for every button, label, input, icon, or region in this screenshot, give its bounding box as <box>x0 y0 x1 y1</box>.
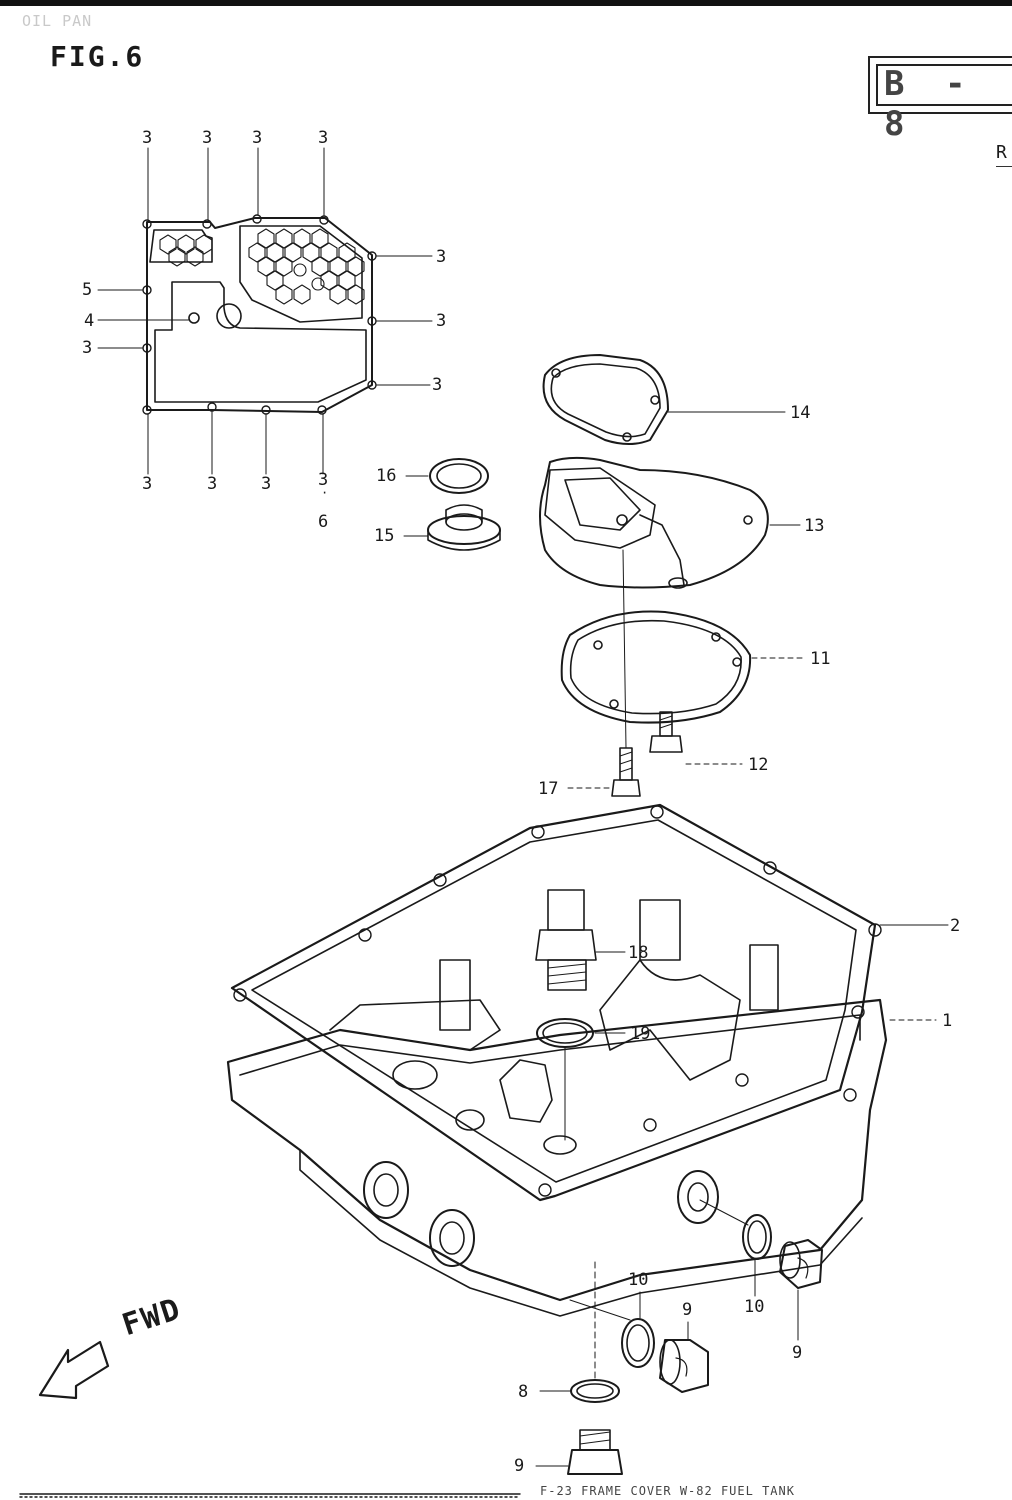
footer-cross-reference: F-23 FRAME COVER W-82 FUEL TANK <box>540 1484 795 1498</box>
drain-plug-part-9-bottom <box>535 1429 623 1475</box>
callout-3-gasket-bottom-1: 3 <box>142 474 153 494</box>
callout-4: 4 <box>84 311 95 331</box>
oil-pan-gasket-detail <box>97 147 433 475</box>
callout-13: 13 <box>804 516 825 536</box>
callout-14: 14 <box>790 403 811 423</box>
oil-pan-gasket-part-2 <box>230 803 949 1202</box>
callout-11: 11 <box>810 649 831 669</box>
oil-pressure-switch-part-18 <box>535 889 626 991</box>
callout-10-lower: 10 <box>628 1270 649 1290</box>
top-border-rule <box>0 0 1012 6</box>
callout-3-gasket-top-2: 3 <box>202 128 213 148</box>
callout-2: 2 <box>950 916 961 936</box>
callout-6: 6 <box>318 512 329 532</box>
gasket-part-10-right <box>699 1199 772 1297</box>
page-reference-box: B - 8 <box>868 56 1012 144</box>
gasket-part-8 <box>539 1261 620 1403</box>
callout-9-center: 9 <box>682 1300 693 1320</box>
drain-plug-part-9-center <box>659 1321 709 1393</box>
callout-10-right: 10 <box>744 1297 765 1317</box>
oil-pan-body-part-1 <box>226 899 937 1317</box>
callout-9-bottom: 9 <box>514 1456 525 1476</box>
forward-direction-arrow-icon <box>38 1340 110 1400</box>
callout-3-gasket-bottom-2: 3 <box>207 474 218 494</box>
callout-separator-dot: · <box>321 486 329 500</box>
gasket-honeycomb-pattern <box>159 228 365 305</box>
o-ring-part-16 <box>405 458 489 494</box>
side-mark: R <box>996 142 1007 163</box>
callout-9-right: 9 <box>792 1343 803 1363</box>
section-title: OIL PAN <box>22 12 93 30</box>
callout-18: 18 <box>628 943 649 963</box>
callout-3-gasket-left: 3 <box>82 338 93 358</box>
callout-5: 5 <box>82 280 93 300</box>
bolt-part-12 <box>649 711 743 765</box>
bolt-part-17 <box>567 549 641 797</box>
callout-3-gasket-bottom-3: 3 <box>261 474 272 494</box>
side-mark-underline <box>996 166 1012 167</box>
page-reference-text: B - 8 <box>884 64 976 144</box>
callout-17: 17 <box>538 779 559 799</box>
callout-15: 15 <box>374 526 395 546</box>
callout-3-gasket-bottom-4: 3 <box>318 470 329 490</box>
drain-plug-part-9-right <box>779 1239 823 1341</box>
callout-3-gasket-top-3: 3 <box>252 128 263 148</box>
callout-3-gasket-right-1: 3 <box>436 247 447 267</box>
callout-16: 16 <box>376 466 397 486</box>
callout-3-gasket-top-4: 3 <box>318 128 329 148</box>
rubber-damper-part-15 <box>403 504 501 551</box>
strainer-gasket-part-14 <box>542 354 786 445</box>
callout-19: 19 <box>630 1024 651 1044</box>
strainer-base-gasket-part-11 <box>560 610 806 724</box>
callout-3-gasket-top-1: 3 <box>142 128 153 148</box>
page-reference-inner-frame <box>876 64 1012 106</box>
footer-rule <box>19 1493 521 1498</box>
callout-1: 1 <box>942 1011 953 1031</box>
gasket-leader-lines <box>97 147 433 475</box>
callout-12: 12 <box>748 755 769 775</box>
callout-3-gasket-right-2: 3 <box>436 311 447 331</box>
callout-8: 8 <box>518 1382 529 1402</box>
o-ring-part-19 <box>536 1018 626 1141</box>
oil-strainer-part-13 <box>539 456 801 589</box>
callout-3-gasket-right-3: 3 <box>432 375 443 395</box>
gasket-part-10-lower <box>569 1291 655 1368</box>
figure-label: FIG.6 <box>50 40 145 73</box>
